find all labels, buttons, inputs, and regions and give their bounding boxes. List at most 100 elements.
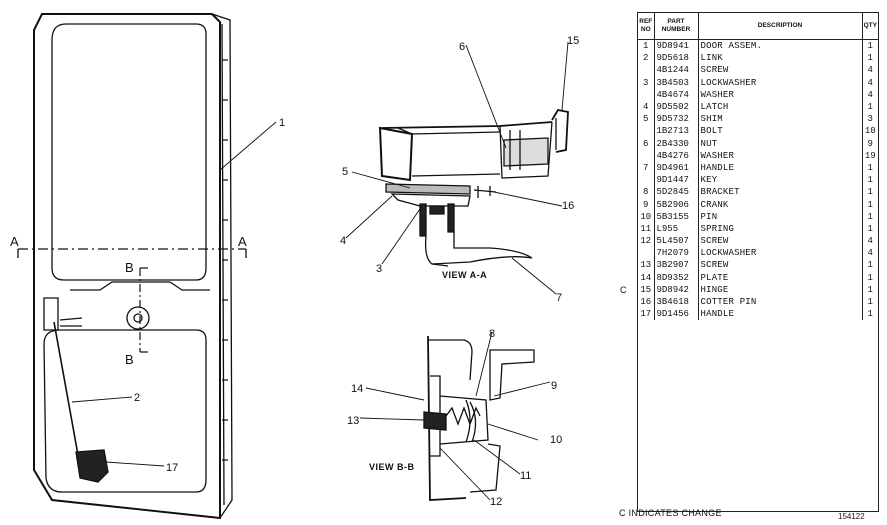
view-b-b-label: VIEW B-B <box>369 462 415 472</box>
ref-cell: 1 <box>638 39 655 53</box>
qty-cell: 9 <box>867 138 873 149</box>
ref-no-header: REF NO <box>638 13 655 40</box>
ref-cell: 11 <box>638 222 655 235</box>
qty-cell: 4 <box>867 236 873 247</box>
qty-cell: 19 <box>864 150 876 161</box>
qty-cell: 1 <box>867 284 873 295</box>
part-number-cell: 8D9352 <box>654 271 699 284</box>
description-cell: PLATE <box>698 271 863 284</box>
part-number-cell: 3B2907 <box>654 259 699 272</box>
callout-17: 17 <box>166 462 178 474</box>
change-flag: C <box>620 285 627 295</box>
qty-cell: 1 <box>867 272 873 283</box>
change-note: C INDICATES CHANGE <box>619 508 722 518</box>
description-cell: LOCKWASHER <box>698 76 863 89</box>
description-cell: CRANK <box>698 198 863 211</box>
qty-cell: 1 <box>867 175 873 186</box>
ref-cell: 6 <box>638 137 655 150</box>
callout-15: 15 <box>567 35 579 47</box>
ref-cell: 10 <box>638 210 655 223</box>
description-cell: DOOR ASSEM. <box>698 39 863 53</box>
description-cell: SCREW <box>698 259 863 272</box>
description-cell: KEY <box>698 174 863 187</box>
description-cell: COTTER PIN <box>698 295 863 309</box>
callout-16: 16 <box>562 200 574 212</box>
description-cell: BOLT <box>698 125 863 138</box>
section-markers: A A B B <box>10 234 247 367</box>
ref-cell: 5 <box>638 113 655 126</box>
ref-cell <box>638 125 655 138</box>
description-cell: SPRING <box>698 222 863 235</box>
part-number-cell: 3B4503 <box>654 76 699 89</box>
ref-cell <box>638 64 655 77</box>
qty-cell: 1 <box>867 187 873 198</box>
leader-lines <box>71 41 569 501</box>
part-number-cell: 4B1244 <box>654 64 699 77</box>
qty-cell: 4 <box>867 248 873 259</box>
ref-cell <box>638 88 655 101</box>
ref-cell: 3 <box>638 76 655 89</box>
part-number-cell: 1B2713 <box>654 125 699 138</box>
part-number-cell: 3B4618 <box>654 295 699 309</box>
part-number-cell: 9D5502 <box>654 100 699 114</box>
callout-13: 13 <box>347 415 359 427</box>
view-b-b <box>423 335 535 501</box>
qty-cell: 1 <box>867 199 873 210</box>
section-b-top: B <box>125 260 134 275</box>
section-a-left: A <box>10 234 19 249</box>
qty-cell: 1 <box>867 260 873 271</box>
description-cell: BRACKET <box>698 186 863 199</box>
callout-6: 6 <box>459 41 465 53</box>
callout-2: 2 <box>134 392 140 404</box>
ref-cell: 17 <box>638 308 655 321</box>
drawing-number: 154122 <box>838 512 865 521</box>
callout-14: 14 <box>351 383 363 395</box>
ref-cell: 16 <box>638 295 655 309</box>
part-number-cell: 7H2079 <box>654 247 699 260</box>
callout-12: 12 <box>490 496 502 508</box>
description-cell: WASHER <box>698 88 863 101</box>
part-number-cell: 9D5732 <box>654 113 699 126</box>
qty-cell: 4 <box>867 77 873 88</box>
qty-cell: 1 <box>867 309 873 320</box>
callout-8: 8 <box>489 328 495 340</box>
qty-cell: 4 <box>867 65 873 76</box>
description-cell: LOCKWASHER <box>698 247 863 260</box>
description-header: DESCRIPTION <box>698 13 863 40</box>
part-number-cell: 9D5618 <box>654 52 699 65</box>
part-number-cell: 2B4330 <box>654 137 699 150</box>
qty-cell: 1 <box>867 41 873 52</box>
description-cell: HANDLE <box>698 161 863 175</box>
qty-cell: 3 <box>867 114 873 125</box>
qty-cell: 1 <box>867 297 873 308</box>
description-cell: SCREW <box>698 235 863 248</box>
description-cell: SCREW <box>698 64 863 77</box>
part-number-cell: 5L4507 <box>654 235 699 248</box>
description-cell: LATCH <box>698 100 863 114</box>
part-number-cell: L955 <box>654 222 699 235</box>
callout-4: 4 <box>340 235 346 247</box>
description-cell: WASHER <box>698 149 863 162</box>
callout-5: 5 <box>342 166 348 178</box>
callout-10: 10 <box>550 434 562 446</box>
section-line-b <box>139 267 148 353</box>
qty-cell: 1 <box>867 53 873 64</box>
description-cell: SHIM <box>698 113 863 126</box>
callout-1: 1 <box>279 117 285 129</box>
qty-cell: 1 <box>867 223 873 234</box>
part-number-cell: 9D8941 <box>654 39 699 53</box>
section-line-a <box>17 248 247 258</box>
qty-cell: 1 <box>867 102 873 113</box>
part-number-cell: 9D1456 <box>654 308 699 321</box>
qty-cell: 1 <box>867 211 873 222</box>
part-number-cell: 9D1447 <box>654 174 699 187</box>
